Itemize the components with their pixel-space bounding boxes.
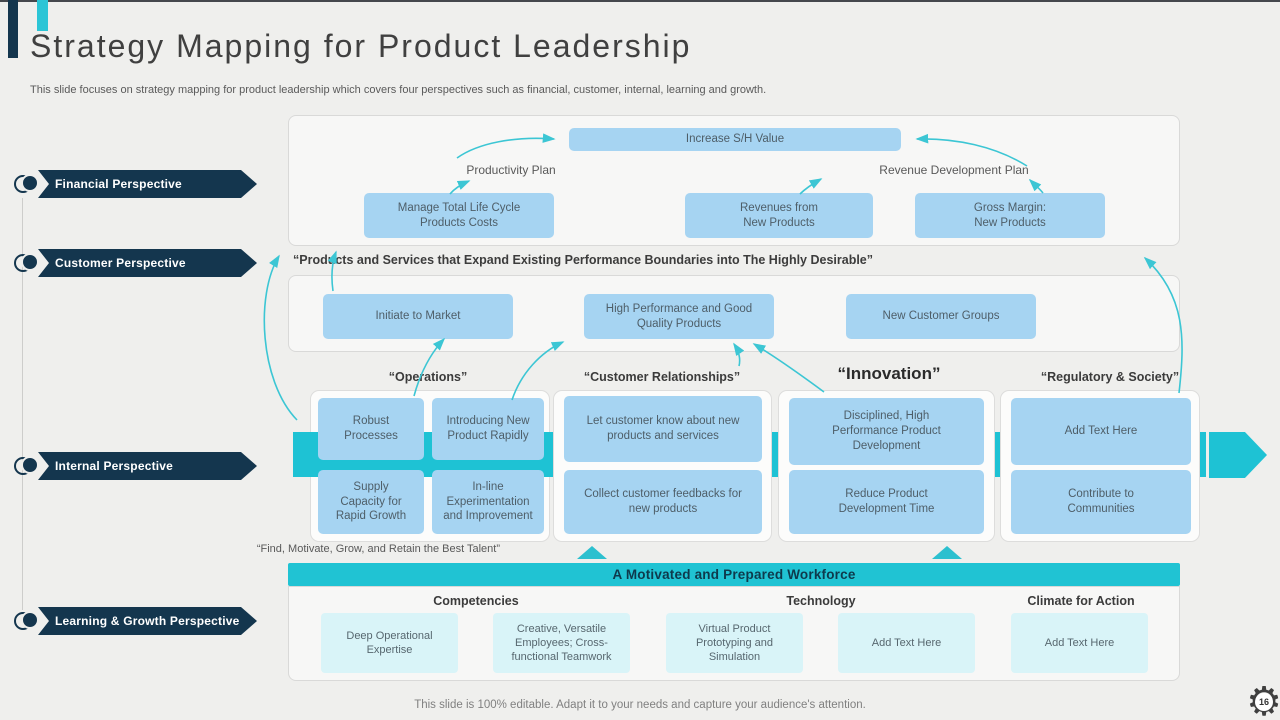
perspective-banner-internal: Internal Perspective bbox=[38, 452, 257, 480]
box-disciplined-development: Disciplined, High Performance Product De… bbox=[789, 398, 984, 465]
label-productivity-plan: Productivity Plan bbox=[466, 163, 556, 177]
bullet-dot-icon bbox=[21, 611, 39, 629]
top-edge-line bbox=[0, 0, 1280, 2]
box-robust-processes: Robust Processes bbox=[318, 398, 424, 460]
accent-bar-teal bbox=[37, 0, 48, 31]
box-add-text-technology: Add Text Here bbox=[838, 613, 975, 673]
page-title: Strategy Mapping for Product Leadership bbox=[30, 28, 692, 64]
bullet-dot-icon bbox=[21, 174, 39, 192]
bullet-dot-icon bbox=[21, 456, 39, 474]
perspective-customer: Customer Perspective bbox=[14, 249, 257, 277]
bullet-dot-icon bbox=[21, 253, 39, 271]
up-triangle-icon bbox=[577, 546, 607, 559]
box-supply-capacity: Supply Capacity for Rapid Growth bbox=[318, 470, 424, 534]
header-climate-for-action: Climate for Action bbox=[1027, 594, 1135, 608]
page-subtitle: This slide focuses on strategy mapping f… bbox=[30, 84, 767, 96]
customer-panel: Initiate to Market High Performance and … bbox=[288, 275, 1180, 352]
header-regulatory-society: “Regulatory & Society” bbox=[1040, 370, 1180, 384]
accent-bar-navy bbox=[8, 0, 18, 58]
perspective-internal: Internal Perspective bbox=[14, 452, 257, 480]
box-deep-operational-expertise: Deep Operational Expertise bbox=[321, 613, 458, 673]
box-increase-sh-value: Increase S/H Value bbox=[569, 128, 901, 151]
header-competencies: Competencies bbox=[433, 594, 519, 608]
label-revenue-development-plan: Revenue Development Plan bbox=[879, 163, 1029, 177]
box-high-performance: High Performance and Good Quality Produc… bbox=[584, 294, 774, 339]
box-manage-life-cycle: Manage Total Life Cycle Products Costs bbox=[364, 193, 554, 238]
process-band-arrowhead-icon bbox=[1209, 432, 1267, 478]
box-inline-experimentation: In-line Experimentation and Improvement bbox=[432, 470, 544, 534]
talent-quote: “Find, Motivate, Grow, and Retain the Be… bbox=[256, 543, 500, 555]
box-contribute-communities: Contribute to Communities bbox=[1011, 470, 1191, 534]
perspective-learning: Learning & Growth Perspective bbox=[14, 607, 257, 635]
header-technology: Technology bbox=[786, 594, 856, 608]
box-virtual-prototyping: Virtual Product Prototyping and Simulati… bbox=[666, 613, 803, 673]
customer-quote: “Products and Services that Expand Exist… bbox=[293, 253, 874, 267]
up-triangle-icon bbox=[932, 546, 962, 559]
page-number: 16 bbox=[1255, 693, 1273, 711]
perspective-banner-customer: Customer Perspective bbox=[38, 249, 257, 277]
perspective-financial: Financial Perspective bbox=[14, 170, 257, 198]
box-let-customer-know: Let customer know about new products and… bbox=[564, 396, 762, 462]
box-creative-versatile: Creative, Versatile Employees; Cross-fun… bbox=[493, 613, 630, 673]
box-new-customer-groups: New Customer Groups bbox=[846, 294, 1036, 339]
footer-note: This slide is 100% editable. Adapt it to… bbox=[414, 699, 866, 711]
page-number-badge: ⚙ 16 bbox=[1242, 680, 1280, 720]
box-collect-feedbacks: Collect customer feedbacks for new produ… bbox=[564, 470, 762, 534]
financial-panel: Increase S/H Value Productivity Plan Rev… bbox=[288, 115, 1180, 246]
box-introducing-new-product: Introducing New Product Rapidly bbox=[432, 398, 544, 460]
header-innovation: “Innovation” bbox=[837, 364, 941, 383]
perspective-banner-learning: Learning & Growth Perspective bbox=[38, 607, 257, 635]
box-gross-margin: Gross Margin: New Products bbox=[915, 193, 1105, 238]
box-reduce-dev-time: Reduce Product Development Time bbox=[789, 470, 984, 534]
perspective-banner-financial: Financial Perspective bbox=[38, 170, 257, 198]
box-revenues-new-products: Revenues from New Products bbox=[685, 193, 873, 238]
box-initiate-to-market: Initiate to Market bbox=[323, 294, 513, 339]
header-customer-relationships: “Customer Relationships” bbox=[583, 370, 741, 384]
perspective-timeline bbox=[22, 198, 23, 610]
box-add-text-regulatory: Add Text Here bbox=[1011, 398, 1191, 465]
box-add-text-climate: Add Text Here bbox=[1011, 613, 1148, 673]
learning-panel: Competencies Technology Climate for Acti… bbox=[288, 586, 1180, 681]
workforce-banner: A Motivated and Prepared Workforce bbox=[288, 563, 1180, 586]
header-operations: “Operations” bbox=[388, 370, 468, 384]
